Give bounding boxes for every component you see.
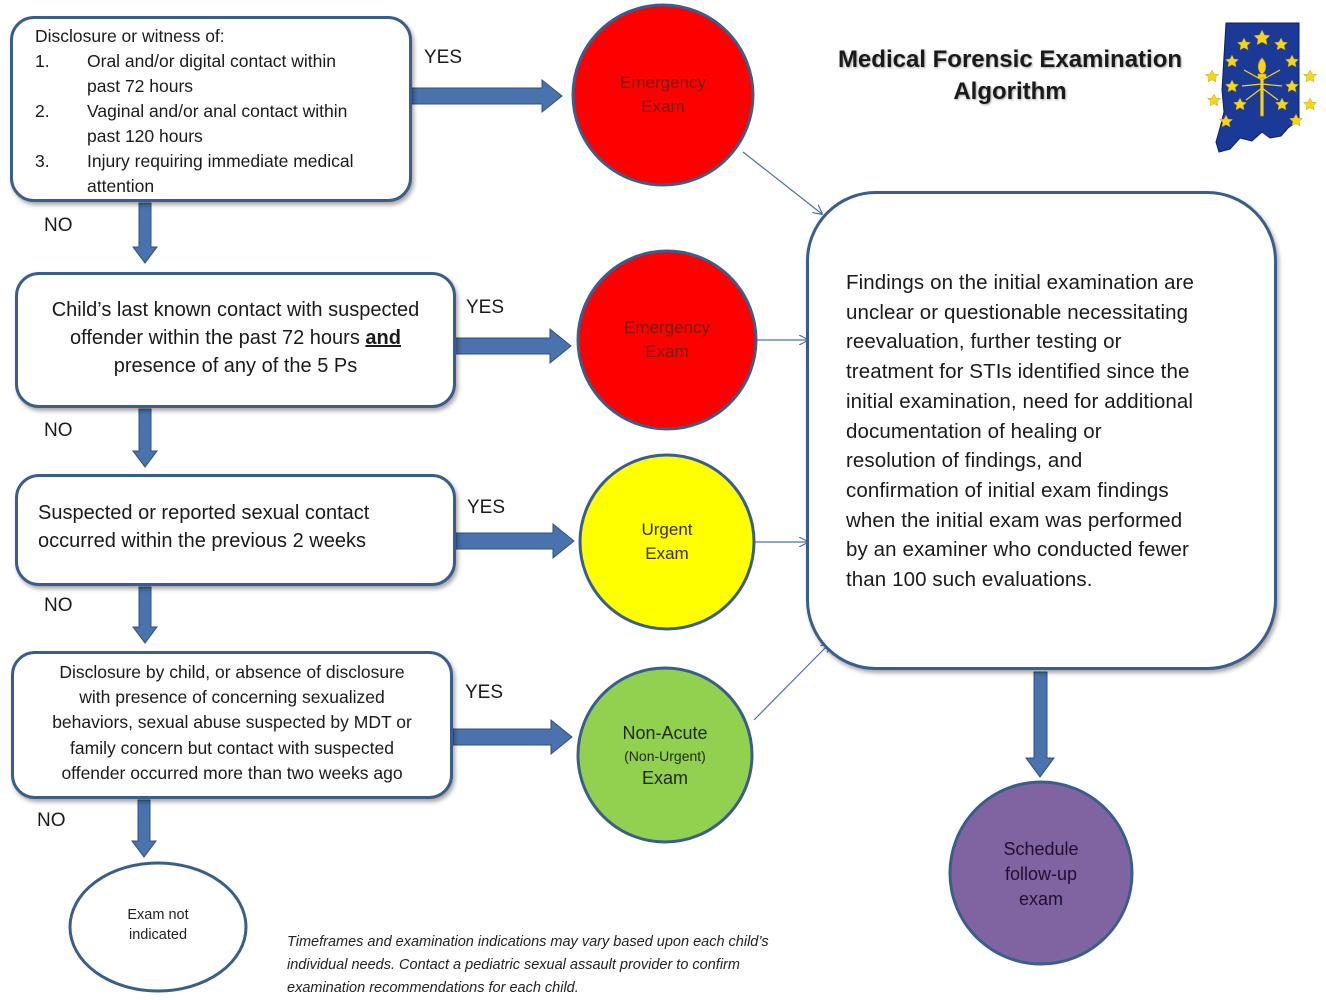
criteria-heading: Disclosure or witness of: [35, 26, 225, 46]
criteria-list: 1. Oral and/or digital contact within pas… [35, 49, 399, 199]
reeval-line: when the initial exam was performed [846, 508, 1183, 532]
non-acute-exam-node [576, 666, 754, 844]
node-line: Exam [645, 342, 689, 361]
criteria-item-number: 1. [35, 51, 50, 71]
no-label-1: NO [44, 215, 73, 236]
node-line: (Non-Urgent) [624, 748, 706, 764]
node-line: Schedule [1003, 838, 1079, 859]
box4-line-1: Disclosure by child, or absence of discl… [59, 661, 405, 682]
node-line: exam [1018, 888, 1063, 909]
follow-up-arrow [1025, 671, 1055, 778]
reeval-line: Findings on the initial examination are [846, 271, 1195, 294]
criteria-item: 1. Oral and/or digital contact within pas… [35, 49, 399, 99]
criteria-box-72-hours-5ps: Child’s last known contact with suspecte… [15, 272, 456, 408]
box4-line-2: with presence of concerning sexualized [79, 687, 385, 708]
box4-line-4: family concern but contact with suspecte… [70, 737, 394, 758]
connector-line-4 [753, 643, 830, 721]
yes-label-4: YES [465, 682, 504, 703]
box4-line-3: behaviors, sexual abuse suspected by MDT… [52, 712, 412, 733]
reeval-line: than 100 such evaluations. [846, 568, 1093, 592]
node-line: Exam [641, 768, 688, 788]
criteria-item-text: Vaginal and/or anal contact within [87, 101, 348, 121]
box3-line-1: Suspected or reported sexual contact [38, 502, 370, 524]
exam-not-indicated-label: Exam not indicated [98, 903, 218, 947]
node-line: follow-up [1004, 863, 1078, 884]
no-label-3: NO [44, 595, 73, 616]
yes-arrow-4 [452, 718, 573, 756]
reeval-line: unclear or questionable necessitating [846, 300, 1189, 324]
yes-label-3: YES [467, 497, 506, 518]
reeval-line: resolution of findings, and [846, 449, 1083, 473]
reeval-line: documentation of healing or [846, 419, 1102, 443]
criteria-item-number: 2. [35, 101, 50, 121]
no-arrow-4 [131, 799, 157, 858]
box2-line-3: presence of any of the 5 Ps [113, 355, 358, 377]
footnote-line: examination recommendations for each chi… [287, 980, 579, 996]
yes-arrow-2 [454, 327, 572, 365]
follow-up-exam-node [948, 780, 1134, 966]
criteria-item-text: attention [87, 176, 155, 196]
criteria-item-text: past 120 hours [87, 126, 203, 146]
box2-line-2-text: offender within the past 72 hours [70, 327, 366, 349]
footnote-line: individual needs. Contact a pediatric se… [287, 957, 740, 973]
title-line-2: Algorithm [953, 78, 1067, 105]
urgent-exam-node [578, 453, 756, 631]
criteria-item-number: 3. [35, 151, 50, 171]
box2-and-emphasis: and [365, 327, 401, 349]
emergency-exam-label-2: Emergency Exam [597, 305, 737, 375]
criteria-box-2-weeks: Suspected or reported sexual contact occ… [15, 474, 456, 586]
follow-up-exam-label: Schedule follow-up exam [966, 834, 1116, 914]
emergency-exam-node-1 [571, 3, 755, 187]
no-arrow-3 [132, 586, 158, 644]
yes-arrow-3 [455, 522, 575, 560]
node-line: Emergency [620, 73, 706, 92]
reeval-line: confirmation of initial exam findings [846, 478, 1169, 502]
no-arrow-2 [132, 408, 158, 468]
emergency-exam-label-1: Emergency Exam [593, 60, 733, 130]
box4-line-5: offender occurred more than two weeks ag… [61, 762, 403, 783]
box3-line-2: occurred within the previous 2 weeks [38, 530, 366, 552]
reeval-line: reevaluation, further testing or [846, 330, 1122, 354]
diagram-title: Medical Forensic Examination Algorithm [820, 44, 1200, 108]
reevaluation-criteria-box: Findings on the initial examination are … [806, 191, 1277, 670]
urgent-exam-label: Urgent Exam [597, 507, 737, 577]
connector-line-1 [742, 151, 822, 214]
yes-label-2: YES [466, 297, 505, 318]
criteria-item: 2. Vaginal and/or anal contact within pas… [35, 99, 399, 149]
reeval-line: by an examiner who conducted fewer [846, 538, 1189, 562]
footnote: Timeframes and examination indications m… [287, 931, 907, 1000]
criteria-box-immediate-disclosure: Disclosure or witness of: 1. Oral and/or… [10, 16, 412, 202]
box2-line-1: Child’s last known contact with suspecte… [51, 299, 420, 321]
box2-line-2: offender within the past 72 hours and [52, 324, 420, 352]
exam-not-indicated-node [68, 861, 248, 993]
node-line: Exam [645, 544, 689, 563]
criteria-item-text: Injury requiring immediate medical [87, 151, 354, 171]
node-line: Urgent [641, 520, 693, 539]
no-label-2: NO [44, 420, 73, 441]
criteria-item: 3. Injury requiring immediate medical att… [35, 149, 399, 199]
reeval-line: initial examination, need for additional [846, 389, 1194, 413]
footnote-line: Timeframes and examination indications m… [287, 934, 769, 950]
non-acute-exam-label: Non-Acute (Non-Urgent) Exam [590, 715, 740, 797]
yes-label-1: YES [424, 47, 463, 68]
criteria-box-non-acute: Disclosure by child, or absence of discl… [11, 651, 453, 799]
no-label-4: NO [37, 810, 66, 831]
no-arrow-1 [132, 202, 158, 264]
node-line: indicated [128, 927, 188, 943]
criteria-item-text: Oral and/or digital contact within [87, 51, 337, 71]
reeval-line: treatment for STIs identified since the [846, 360, 1190, 384]
criteria-item-text: past 72 hours [87, 76, 194, 96]
node-line: Exam not [127, 907, 189, 923]
indiana-map-icon [1205, 22, 1317, 153]
emergency-exam-node-2 [576, 249, 758, 431]
node-line: Emergency [624, 318, 710, 337]
node-line: Non-Acute [622, 723, 708, 743]
yes-arrow-1 [411, 78, 563, 114]
node-line: Exam [641, 97, 685, 116]
title-line-1: Medical Forensic Examination [837, 46, 1183, 73]
